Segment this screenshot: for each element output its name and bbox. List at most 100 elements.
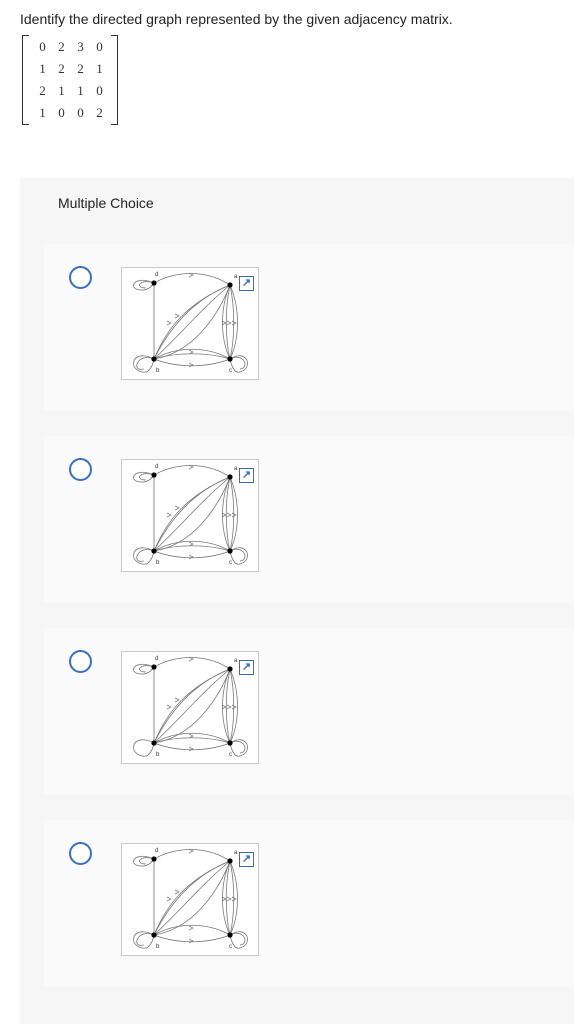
edge-arrow — [226, 896, 232, 902]
vertex-label: d — [155, 848, 158, 854]
edge-arrow — [188, 733, 194, 739]
graph-vertex — [151, 472, 157, 478]
graph-edge — [153, 924, 231, 936]
expand-icon[interactable]: ↗ — [239, 468, 254, 483]
radio-button[interactable] — [69, 266, 92, 289]
edge-arrow — [221, 320, 227, 326]
vertex-label: c — [229, 368, 232, 374]
matrix-cell: 1 — [96, 61, 103, 76]
edge-arrow — [231, 512, 237, 518]
graph-edge — [139, 665, 155, 673]
graph-edge — [153, 540, 231, 552]
vertex-label: d — [155, 464, 158, 470]
vertex-label: a — [234, 658, 238, 664]
graph-vertex — [227, 282, 233, 288]
graph-vertex — [227, 356, 233, 362]
graph-edge — [133, 355, 155, 373]
edge-arrow — [188, 925, 194, 931]
graph-edge — [229, 860, 235, 936]
graph-vertex — [151, 548, 157, 554]
vertex-label: c — [229, 944, 232, 950]
vertex-label: b — [156, 560, 160, 566]
graph-vertex — [227, 474, 233, 480]
graph-edge — [229, 476, 235, 552]
vertex-label: c — [229, 752, 232, 758]
radio-button[interactable] — [69, 650, 92, 673]
graph-edge — [229, 932, 246, 946]
graph-edge — [225, 476, 231, 552]
edge-arrow — [166, 320, 172, 326]
radio-button[interactable] — [69, 458, 92, 481]
expand-icon[interactable]: ↗ — [239, 852, 254, 867]
edge-arrow — [231, 320, 237, 326]
edge-arrow — [188, 464, 194, 470]
graph-edge — [133, 547, 155, 565]
graph-edge — [153, 657, 231, 670]
graph-vertex — [151, 932, 157, 938]
edge-arrow — [174, 889, 180, 895]
vertex-label: d — [155, 272, 158, 278]
graph-vertex — [227, 666, 233, 672]
matrix-cell: 0 — [96, 83, 103, 98]
graph-vertex — [227, 548, 233, 554]
edge-arrow — [166, 512, 172, 518]
matrix-left-bracket — [22, 35, 29, 125]
graph-edge — [133, 279, 155, 291]
edge-arrow — [174, 697, 180, 703]
graph-edge — [153, 353, 231, 360]
graph-edge — [229, 668, 238, 744]
graph-edge — [133, 471, 155, 483]
graph-edge — [153, 476, 231, 552]
vertex-label: a — [234, 850, 238, 856]
graph-thumbnail[interactable]: d a b c ↗ — [121, 843, 259, 956]
graph-edge — [225, 668, 231, 744]
edge-arrow — [174, 505, 180, 511]
graph-edge — [153, 348, 231, 360]
adjacency-matrix: 0 2 3 0 1 2 2 1 2 1 1 0 1 0 0 2 — [20, 34, 120, 126]
graph-edge — [153, 284, 231, 360]
graph-edge — [229, 547, 248, 565]
graph-edge — [222, 860, 231, 936]
graph-edge — [153, 284, 231, 360]
graph-vertex — [151, 856, 157, 862]
graph-edge — [229, 284, 235, 360]
edge-arrow — [231, 896, 237, 902]
graph-edge — [136, 933, 155, 946]
edge-arrow — [188, 554, 194, 560]
graph-edge — [153, 860, 231, 936]
edge-arrow — [188, 541, 194, 547]
graph-edge — [136, 357, 155, 370]
graph-edge — [153, 545, 231, 552]
edge-arrow — [226, 512, 232, 518]
graph-edge — [222, 668, 231, 744]
radio-button[interactable] — [69, 842, 92, 865]
expand-icon[interactable]: ↗ — [239, 660, 254, 675]
matrix-cell: 1 — [39, 61, 46, 76]
graph-edge — [133, 931, 155, 949]
expand-icon[interactable]: ↗ — [239, 276, 254, 291]
edge-arrow — [188, 349, 194, 355]
graph-edge — [229, 931, 248, 949]
graph-edge — [229, 476, 238, 552]
graph-edge — [229, 284, 238, 360]
edge-arrow — [166, 896, 172, 902]
edge-arrow — [188, 362, 194, 368]
vertex-label: b — [156, 944, 160, 950]
graph-edge — [139, 281, 155, 289]
question-text: Identify the directed graph represented … — [20, 11, 453, 27]
edge-arrow — [226, 704, 232, 710]
answer-option[interactable]: d a b c ↗ — [44, 820, 574, 986]
matrix-cell: 0 — [77, 105, 84, 120]
edge-arrow — [166, 704, 172, 710]
graph-edge — [153, 465, 231, 478]
edge-arrow — [221, 704, 227, 710]
graph-edge — [133, 739, 155, 757]
graph-edge — [153, 849, 231, 862]
